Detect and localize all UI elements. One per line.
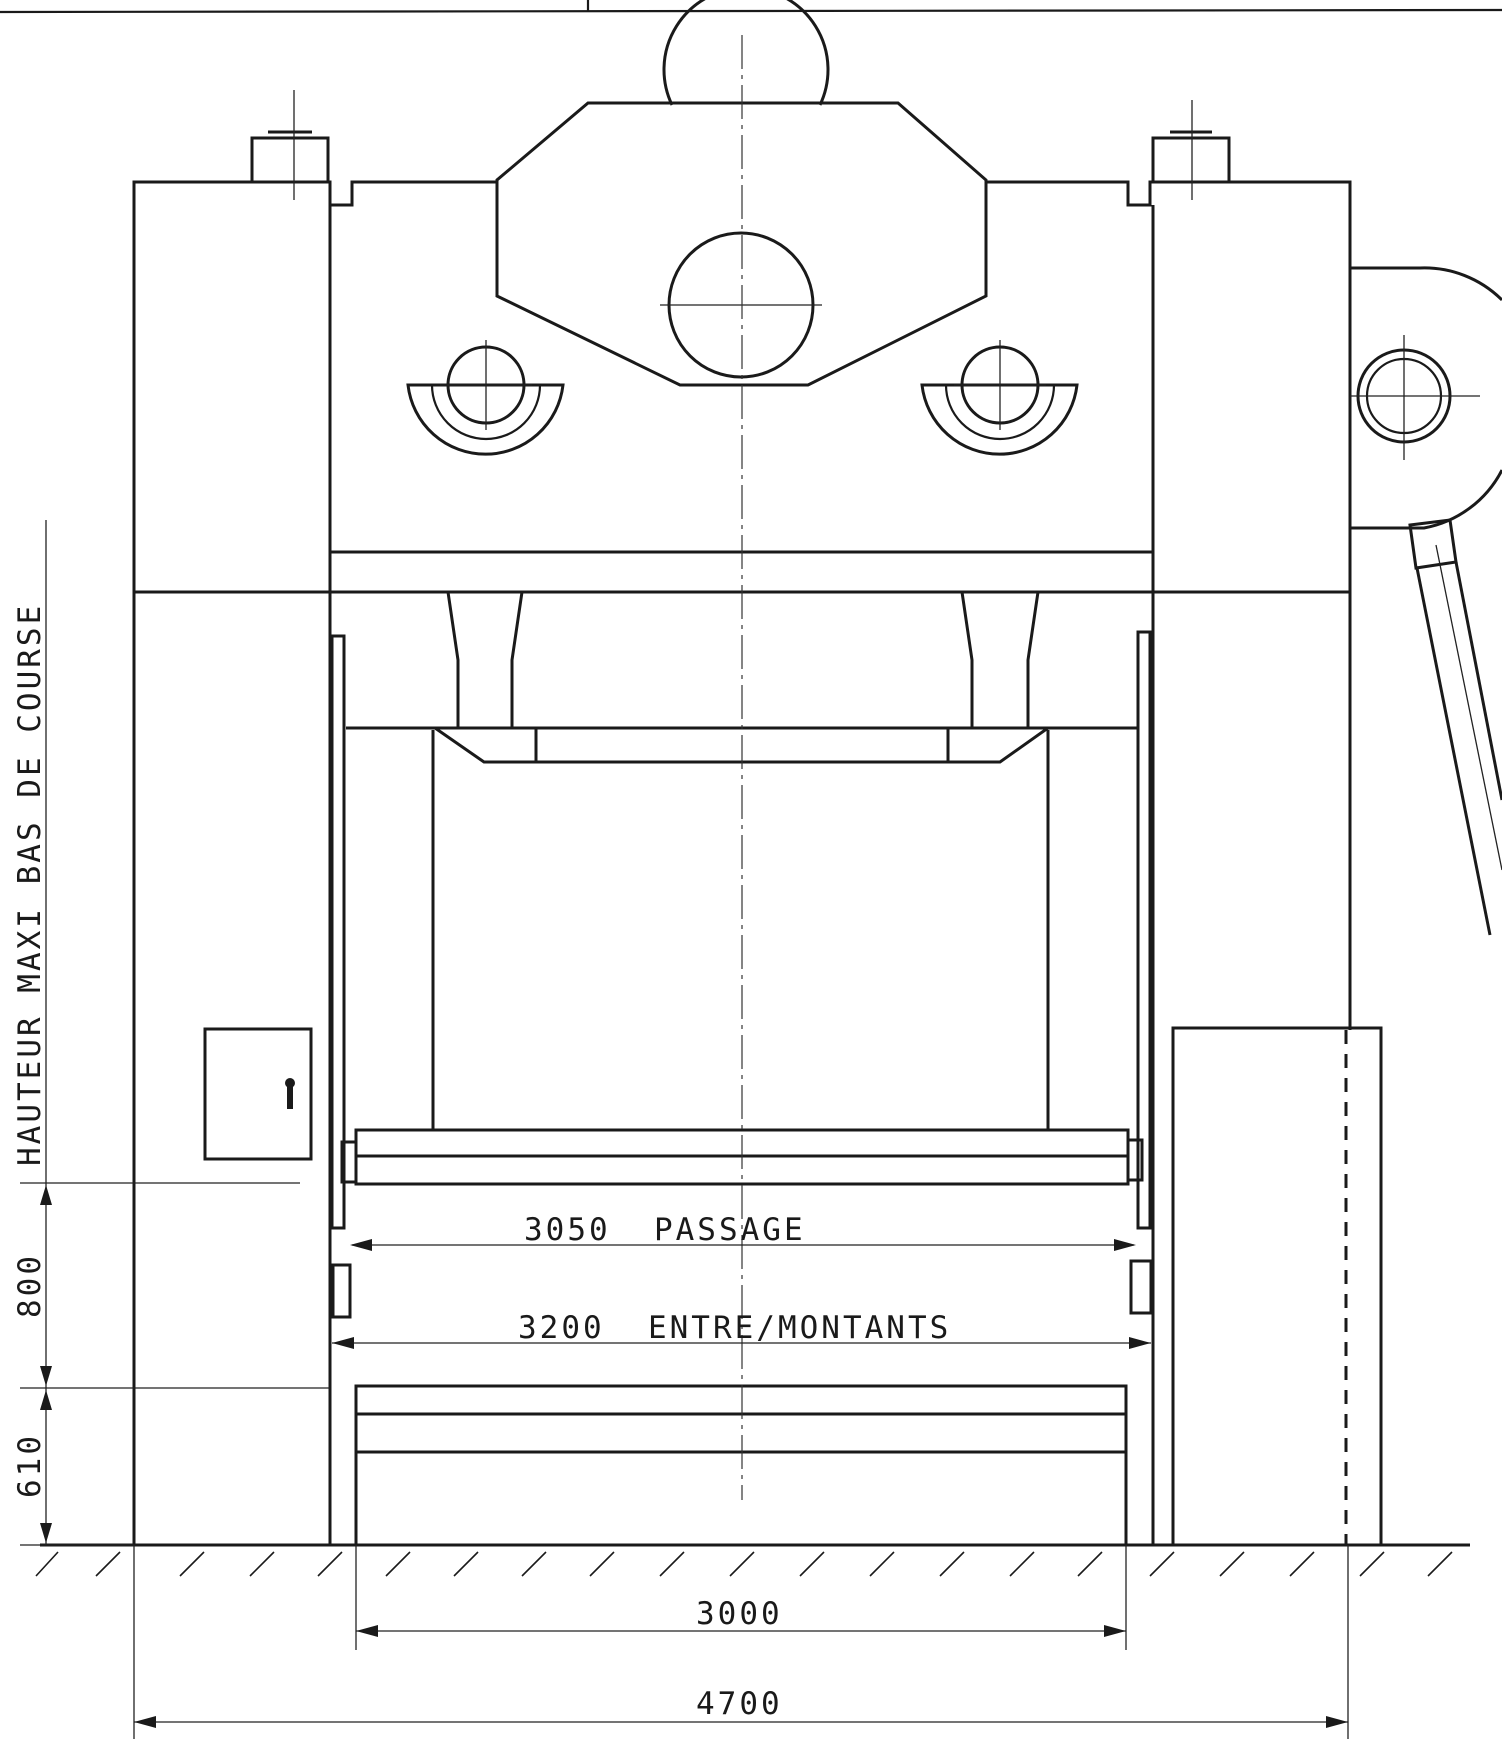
- electrical-cabinet: [203, 1027, 313, 1161]
- dim-4700-label: 4700: [696, 1686, 783, 1722]
- lever-arm: [1408, 518, 1502, 936]
- vertical-title: HAUTEUR MAXI BAS DE COURSE: [12, 603, 48, 1166]
- dimension-4700: [133, 1545, 1349, 1739]
- eccentric-right: [920, 340, 1079, 456]
- crown-housing: [495, 101, 988, 387]
- flywheel: [1350, 266, 1502, 530]
- crank-wheel: [660, 231, 822, 379]
- dim-800-label: 800: [12, 1253, 48, 1318]
- bolster: [354, 1384, 1128, 1547]
- vertical-dimensions: [20, 520, 330, 1546]
- dim-3000-label: 3000: [696, 1596, 783, 1632]
- dim-610-label: 610: [12, 1433, 48, 1498]
- entre-montants-label: 3200 ENTRE/MONTANTS: [518, 1310, 951, 1346]
- passage-label: 3050 PASSAGE: [524, 1212, 806, 1248]
- entre-montants-dimension: [332, 1337, 1151, 1349]
- dimension-3000: [355, 1545, 1127, 1650]
- eccentric-left: [406, 340, 565, 456]
- side-cabinet: [1171, 1026, 1383, 1547]
- guides: [330, 630, 1153, 1319]
- passage-dimension: [350, 1239, 1136, 1251]
- ground: [35, 1543, 1470, 1577]
- column-caps: [250, 90, 1231, 200]
- top-hub: [662, 0, 830, 106]
- sheet-top-border: [0, 0, 1502, 14]
- connecting-rods: [446, 591, 1040, 728]
